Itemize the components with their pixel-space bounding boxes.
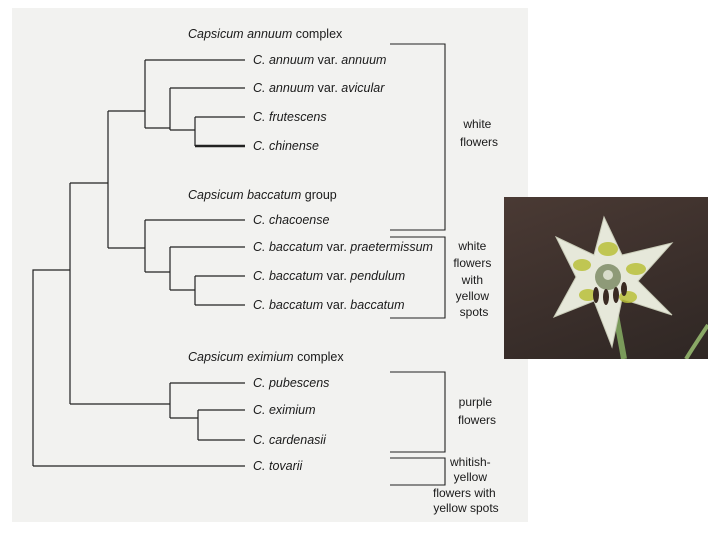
branch-avicular bbox=[169, 87, 245, 131]
branch-baccatum-group bbox=[144, 219, 245, 273]
taxon-chacoense: C. chacoense bbox=[253, 213, 329, 227]
branch-annuum-complex bbox=[144, 59, 245, 129]
taxon-chinense: C. chinense bbox=[253, 139, 319, 153]
taxon-baccatum-praetermissum: C. baccatum var. praetermissum bbox=[253, 240, 433, 254]
petal-spot bbox=[598, 242, 618, 256]
flower-stigma bbox=[603, 270, 613, 280]
taxon-eximium: C. eximium bbox=[253, 403, 316, 417]
taxon-annuum-annuum: C. annuum var. annuum bbox=[253, 53, 386, 67]
branch-annuum-baccatum bbox=[107, 110, 145, 249]
petal-spot bbox=[626, 263, 646, 275]
taxon-cardenasii: C. cardenasii bbox=[253, 433, 327, 447]
taxon-frutescens: C. frutescens bbox=[253, 110, 327, 124]
branch-praetermissum bbox=[169, 246, 245, 291]
branch-pubescens bbox=[169, 382, 245, 419]
trait-label-purple-flowers: purple flowers bbox=[458, 395, 496, 427]
taxon-tovarii: C. tovarii bbox=[253, 459, 304, 473]
trait-labels: white flowers white flowers with yellow … bbox=[433, 117, 499, 515]
petal-spot bbox=[573, 259, 591, 271]
cladogram-panel bbox=[12, 8, 528, 522]
taxon-pubescens: C. pubescens bbox=[253, 376, 329, 390]
root-branch bbox=[32, 269, 70, 466]
petal-spot bbox=[579, 289, 597, 301]
trait-label-white-flowers: white flowers bbox=[460, 117, 498, 149]
branch-main-split bbox=[69, 182, 170, 405]
branch-pendulum-baccatum bbox=[194, 275, 245, 306]
bracket-white-yellow-spots bbox=[390, 236, 446, 319]
leaf-stem bbox=[684, 323, 710, 361]
flower-illustration bbox=[552, 215, 710, 361]
group-title-eximium-complex: Capsicum eximium complex bbox=[188, 350, 344, 364]
taxon-baccatum-pendulum: C. baccatum var. pendulum bbox=[253, 269, 405, 283]
group-title-annuum-complex: Capsicum annuum complex bbox=[188, 27, 343, 41]
taxon-annuum-avicular: C. annuum var. avicular bbox=[253, 81, 385, 95]
bracket-purple-flowers bbox=[390, 371, 446, 453]
branch-eximium-cardenasii bbox=[197, 409, 245, 441]
trait-label-white-yellow-spots: white flowers with yellow spots bbox=[453, 239, 494, 319]
pepper-flower-photo bbox=[504, 197, 710, 361]
trait-label-whitish-yellow: whitish- yellow flowers with yellow spot… bbox=[433, 455, 499, 515]
taxon-baccatum-baccatum: C. baccatum var. baccatum bbox=[253, 298, 405, 312]
anther bbox=[613, 287, 619, 303]
trait-brackets bbox=[390, 43, 446, 486]
bracket-white-flowers bbox=[390, 43, 446, 231]
anther bbox=[603, 289, 609, 305]
tree-branches bbox=[32, 59, 245, 467]
anther bbox=[621, 282, 627, 296]
bracket-whitish-yellow bbox=[390, 457, 446, 486]
group-title-baccatum-group: Capsicum baccatum group bbox=[188, 188, 337, 202]
anther bbox=[593, 287, 599, 303]
branch-frutescens bbox=[194, 116, 245, 146]
taxa-labels: C. annuum var. annuum C. annuum var. avi… bbox=[253, 53, 433, 473]
